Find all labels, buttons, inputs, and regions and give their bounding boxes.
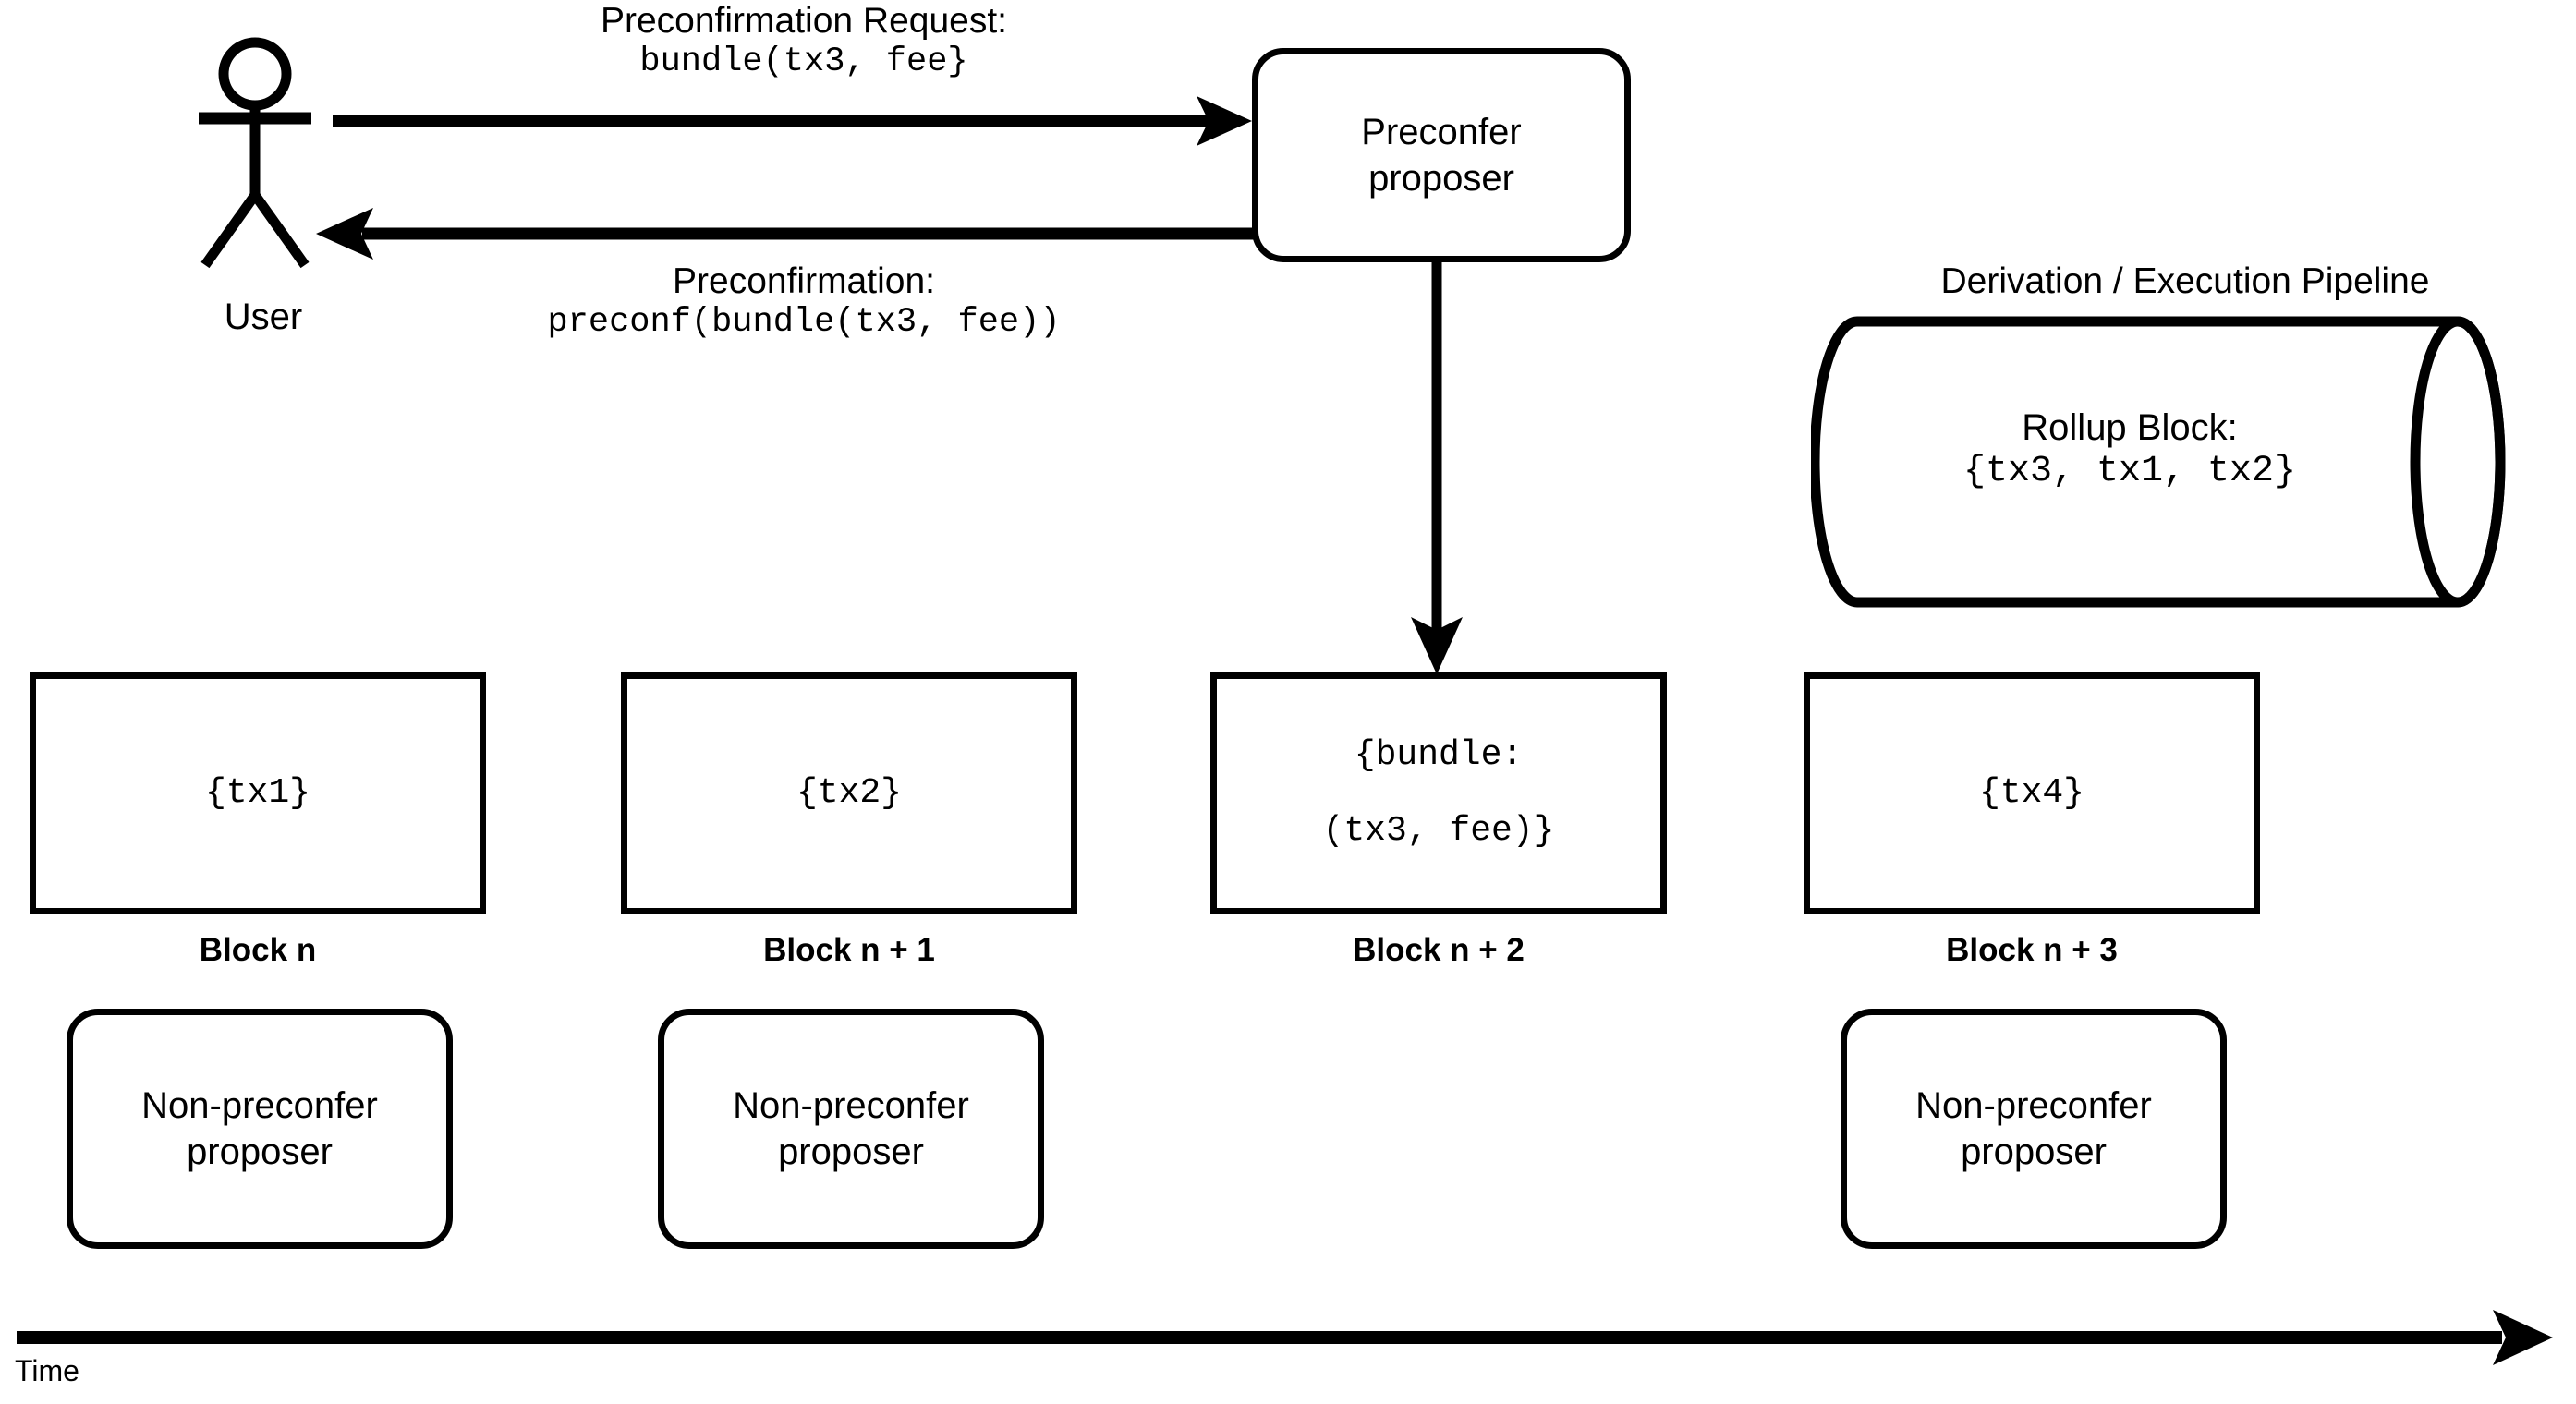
rollup-block-text: Rollup Block: {tx3, tx1, tx2} — [1834, 406, 2425, 493]
rollup-block-contents: {tx3, tx1, tx2} — [1962, 451, 2297, 493]
pipeline-title: Derivation / Execution Pipeline — [1940, 261, 2430, 301]
user-label: User — [224, 297, 303, 337]
non-preconfer-line2: proposer — [1961, 1132, 2107, 1172]
non-preconfer-proposer-block-n[interactable]: Non-preconfer proposer — [67, 1009, 453, 1249]
non-preconfer-line1: Non-preconfer — [1915, 1084, 2152, 1126]
non-preconfer-line1: Non-preconfer — [141, 1084, 378, 1126]
request-arrow — [333, 92, 1257, 150]
request-code: bundle(tx3, fee} — [639, 42, 968, 82]
block-n-caption: Block n — [199, 932, 317, 968]
derivation-execution-pipeline-cylinder[interactable] — [1811, 314, 2569, 614]
non-preconfer-proposer-block-n-plus-1[interactable]: Non-preconfer proposer — [658, 1009, 1044, 1249]
rollup-block-title: Rollup Block: — [2022, 407, 2238, 448]
non-preconfer-line2: proposer — [187, 1132, 333, 1172]
user-actor — [176, 23, 351, 291]
preconf-title: Preconfirmation: — [673, 261, 935, 301]
block-n-content: {tx1} — [204, 773, 311, 814]
preconfirmation-request-label: Preconfirmation Request: bundle(tx3, fee… — [453, 0, 1155, 83]
preconfirmation-arrow — [305, 205, 1257, 262]
stick-figure-icon — [199, 37, 311, 269]
block-n-plus-1-content: {tx2} — [796, 773, 903, 814]
block-n-plus-2-box[interactable]: {bundle: (tx3, fee)} — [1210, 672, 1667, 914]
non-preconfer-line1: Non-preconfer — [733, 1084, 969, 1126]
block-n-plus-3-content: {tx4} — [1978, 773, 2085, 814]
block-n-plus-2-content-line2: (tx3, fee)} — [1322, 811, 1555, 851]
preconf-code: preconf(bundle(tx3, fee)) — [547, 303, 1061, 343]
non-preconfer-proposer-block-n-plus-3[interactable]: Non-preconfer proposer — [1841, 1009, 2227, 1249]
block-n-plus-2-content-line1: {bundle: — [1354, 735, 1524, 776]
preconfirmation-label: Preconfirmation: preconf(bundle(tx3, fee… — [407, 260, 1201, 344]
time-axis-arrow — [17, 1310, 2559, 1365]
request-title: Preconfirmation Request: — [600, 1, 1008, 41]
block-n-plus-3-box[interactable]: {tx4} — [1804, 672, 2260, 914]
block-n-plus-3-caption: Block n + 3 — [1946, 932, 2118, 968]
non-preconfer-line2: proposer — [778, 1132, 924, 1172]
block-n-box[interactable]: {tx1} — [30, 672, 486, 914]
preconfer-proposer-line1: Preconfer — [1361, 111, 1522, 152]
time-axis-label: Time — [15, 1354, 79, 1387]
block-n-plus-1-box[interactable]: {tx2} — [621, 672, 1077, 914]
block-n-plus-2-caption: Block n + 2 — [1353, 932, 1525, 968]
preconfer-proposer-box[interactable]: Preconfer proposer — [1252, 48, 1631, 262]
block-n-plus-1-caption: Block n + 1 — [763, 932, 935, 968]
preconfer-proposer-line2: proposer — [1368, 158, 1514, 199]
preconfer-to-block-arrow — [1403, 260, 1471, 676]
